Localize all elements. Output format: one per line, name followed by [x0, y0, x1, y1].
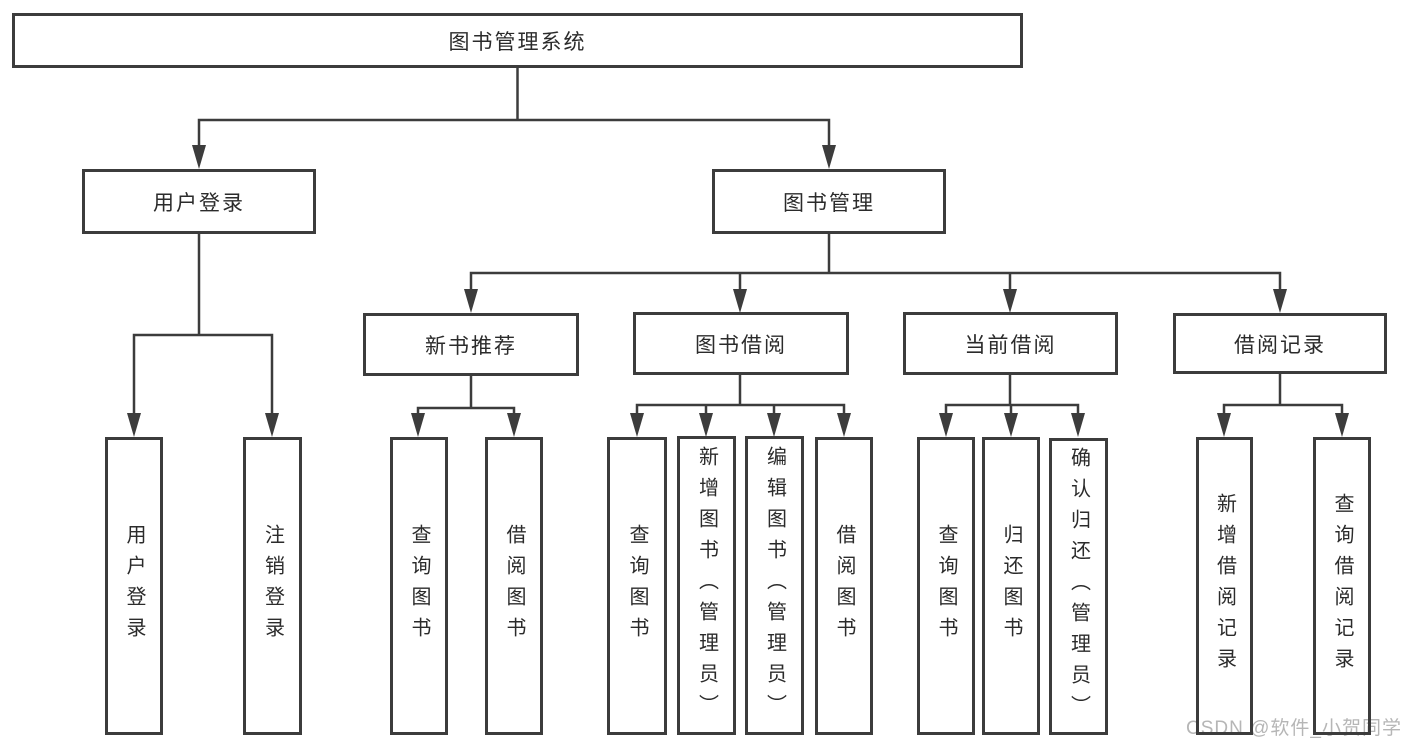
leaf-br-query-record-label: 查询借阅记录	[1331, 493, 1353, 679]
leaf-user-login: 用户登录	[105, 437, 163, 735]
node-current-borrow: 当前借阅	[903, 312, 1118, 375]
node-borrow-records-label: 借阅记录	[1234, 333, 1326, 357]
leaf-bb-edit-books-admin: 编辑图书（管理员）	[745, 436, 804, 735]
node-book-management-label: 图书管理	[783, 191, 875, 215]
leaf-logout: 注销登录	[243, 437, 302, 735]
leaf-bb-query-books: 查询图书	[607, 437, 667, 735]
connector-root-to-level2	[192, 68, 836, 169]
leaf-bb-query-books-label: 查询图书	[626, 524, 648, 648]
leaf-cb-return-books-label: 归还图书	[1000, 524, 1022, 648]
node-new-book-recommend-label: 新书推荐	[425, 334, 517, 358]
leaf-nb-query-books: 查询图书	[390, 437, 448, 735]
leaf-bb-add-books-admin-label: 新增图书（管理员）	[695, 446, 718, 725]
leaf-cb-confirm-return-admin: 确认归还（管理员）	[1049, 438, 1108, 735]
leaf-cb-query-books: 查询图书	[917, 437, 975, 735]
leaf-nb-query-books-label: 查询图书	[408, 524, 430, 648]
node-user-login-label: 用户登录	[153, 191, 245, 215]
leaf-br-add-record-label: 新增借阅记录	[1213, 493, 1236, 679]
leaf-bb-add-books-admin: 新增图书（管理员）	[677, 436, 736, 735]
leaf-bb-borrow-books: 借阅图书	[815, 437, 873, 735]
node-book-borrow: 图书借阅	[633, 312, 849, 375]
leaf-cb-confirm-return-admin-label: 确认归还（管理员）	[1067, 447, 1090, 726]
leaf-cb-return-books: 归还图书	[982, 437, 1040, 735]
node-book-borrow-label: 图书借阅	[695, 333, 787, 357]
leaf-logout-label: 注销登录	[261, 524, 284, 648]
leaf-user-login-label: 用户登录	[123, 524, 145, 648]
connector-borrow-records-children	[1217, 374, 1349, 437]
node-current-borrow-label: 当前借阅	[964, 333, 1057, 357]
leaf-br-add-record: 新增借阅记录	[1196, 437, 1253, 735]
connector-book-management-sections	[464, 234, 1287, 313]
node-root-label: 图书管理系统	[448, 30, 587, 54]
leaf-nb-borrow-books: 借阅图书	[485, 437, 543, 735]
leaf-br-query-record: 查询借阅记录	[1313, 437, 1371, 735]
connector-current-borrow-children	[939, 375, 1085, 437]
node-new-book-recommend: 新书推荐	[363, 313, 579, 376]
connector-user-login-children	[127, 234, 279, 437]
leaf-bb-edit-books-admin-label: 编辑图书（管理员）	[763, 446, 786, 725]
connector-new-book-children	[411, 376, 521, 437]
leaf-bb-borrow-books-label: 借阅图书	[833, 524, 855, 648]
leaf-cb-query-books-label: 查询图书	[935, 524, 957, 648]
connector-book-borrow-children	[630, 375, 851, 437]
node-borrow-records: 借阅记录	[1173, 313, 1387, 374]
node-user-login: 用户登录	[82, 169, 316, 234]
node-root-library-system: 图书管理系统	[12, 13, 1023, 68]
node-book-management: 图书管理	[712, 169, 946, 234]
leaf-nb-borrow-books-label: 借阅图书	[503, 524, 525, 648]
